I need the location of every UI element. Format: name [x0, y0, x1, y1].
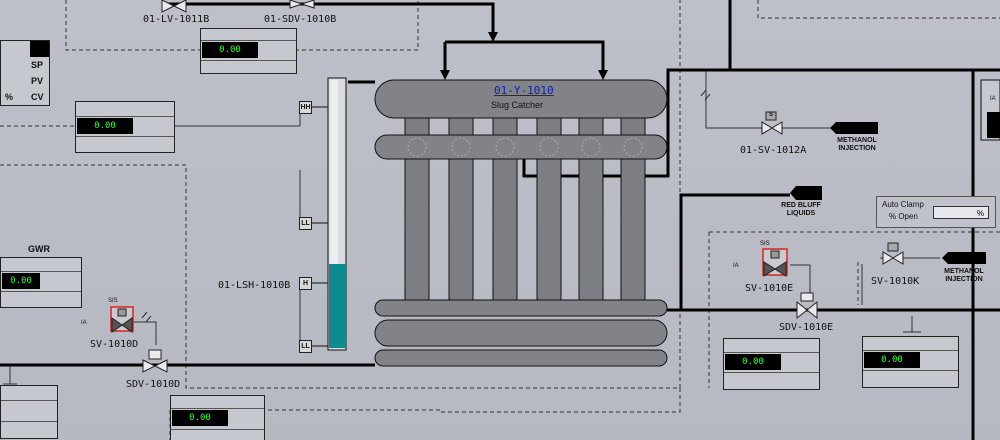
level-gauge-ticks: [312, 106, 328, 347]
tag-01-lsh-1010b[interactable]: 01-LSH-1010B: [218, 280, 291, 291]
level-gauge: [327, 77, 347, 351]
gwr-label: GWR: [28, 244, 50, 254]
methanol-injection-label-1: METHANOL INJECTION: [832, 137, 882, 153]
sis-valves: [110, 248, 788, 333]
edge-ia-label: IA: [990, 96, 996, 102]
indicator-top-center[interactable]: 0.00: [200, 28, 297, 74]
indicator-right-a[interactable]: 0.00: [723, 338, 820, 390]
auto-clamp-input[interactable]: %: [933, 206, 989, 219]
controller-faceplate[interactable]: SP PV % CV: [0, 40, 50, 106]
red-bluff-line1: RED BLUFF: [781, 202, 821, 209]
cv-label: CV: [31, 92, 44, 102]
indicator-bottom-center[interactable]: 0.00: [170, 395, 265, 440]
sis-label-right: SIS: [760, 241, 770, 247]
tag-01-sdv-1010b[interactable]: 01-SDV-1010B: [264, 14, 337, 25]
methanol-injection-label-2: METHANOL INJECTION: [939, 268, 989, 284]
tag-sv-1010k[interactable]: SV-1010K: [871, 276, 920, 287]
ia-label-right: IA: [733, 263, 739, 269]
vessel-name: Slug Catcher: [491, 100, 544, 110]
tag-01-lv-1011b[interactable]: 01-LV-1011B: [143, 14, 210, 25]
slug-catcher-vessel: [374, 79, 668, 367]
valve-symbols: [142, 0, 904, 373]
indicator-bottom-left[interactable]: [0, 385, 58, 439]
indicator-gwr[interactable]: 0.00: [0, 257, 82, 308]
methanol-line1: METHANOL: [944, 268, 984, 275]
sis-label-left: SIS: [108, 298, 118, 304]
auto-clamp-title: Auto Clamp: [882, 200, 924, 209]
level-switch-h[interactable]: H: [299, 277, 312, 290]
indicator-left-upper[interactable]: 0.00: [75, 101, 175, 153]
indicator-value: 0.00: [172, 410, 228, 426]
methanol-line1: METHANOL: [837, 137, 877, 144]
tag-01-sv-1012a[interactable]: 01-SV-1012A: [740, 145, 807, 156]
vessel-tag-link[interactable]: 01-Y-1010: [494, 84, 554, 97]
auto-clamp-panel: Auto Clamp % Open %: [876, 196, 996, 228]
ia-label-left: IA: [81, 320, 87, 326]
level-switch-hh[interactable]: HH: [299, 101, 312, 114]
solenoid-s-label: S: [769, 112, 774, 118]
level-switch-ll-lower[interactable]: LL: [299, 340, 312, 353]
controller-output-cell: [30, 41, 49, 57]
auto-clamp-label: % Open: [889, 212, 918, 221]
tag-sv-1010e[interactable]: SV-1010E: [745, 283, 794, 294]
indicator-value: 0.00: [202, 42, 258, 58]
red-bluff-liquids-label: RED BLUFF LIQUIDS: [777, 202, 825, 218]
indicator-value: 0.00: [77, 118, 133, 134]
tag-sdv-1010e[interactable]: SDV-1010E: [779, 322, 834, 333]
unit-label: %: [5, 92, 14, 102]
level-switch-ll-upper[interactable]: LL: [299, 217, 312, 230]
injection-line2: INJECTION: [838, 145, 876, 152]
destination-arrows: [790, 122, 986, 264]
tag-sv-1010d[interactable]: SV-1010D: [90, 339, 139, 350]
indicator-right-b[interactable]: 0.00: [862, 336, 959, 388]
sp-label: SP: [31, 60, 44, 70]
indicator-value: 0.00: [864, 352, 920, 368]
tag-sdv-1010d[interactable]: SDV-1010D: [126, 379, 181, 390]
indicator-value: 0.00: [2, 273, 40, 289]
liquids-line2: LIQUIDS: [786, 210, 816, 217]
injection-line2: INJECTION: [945, 276, 983, 283]
pv-label: PV: [31, 76, 44, 86]
indicator-value: 0.00: [725, 354, 781, 370]
